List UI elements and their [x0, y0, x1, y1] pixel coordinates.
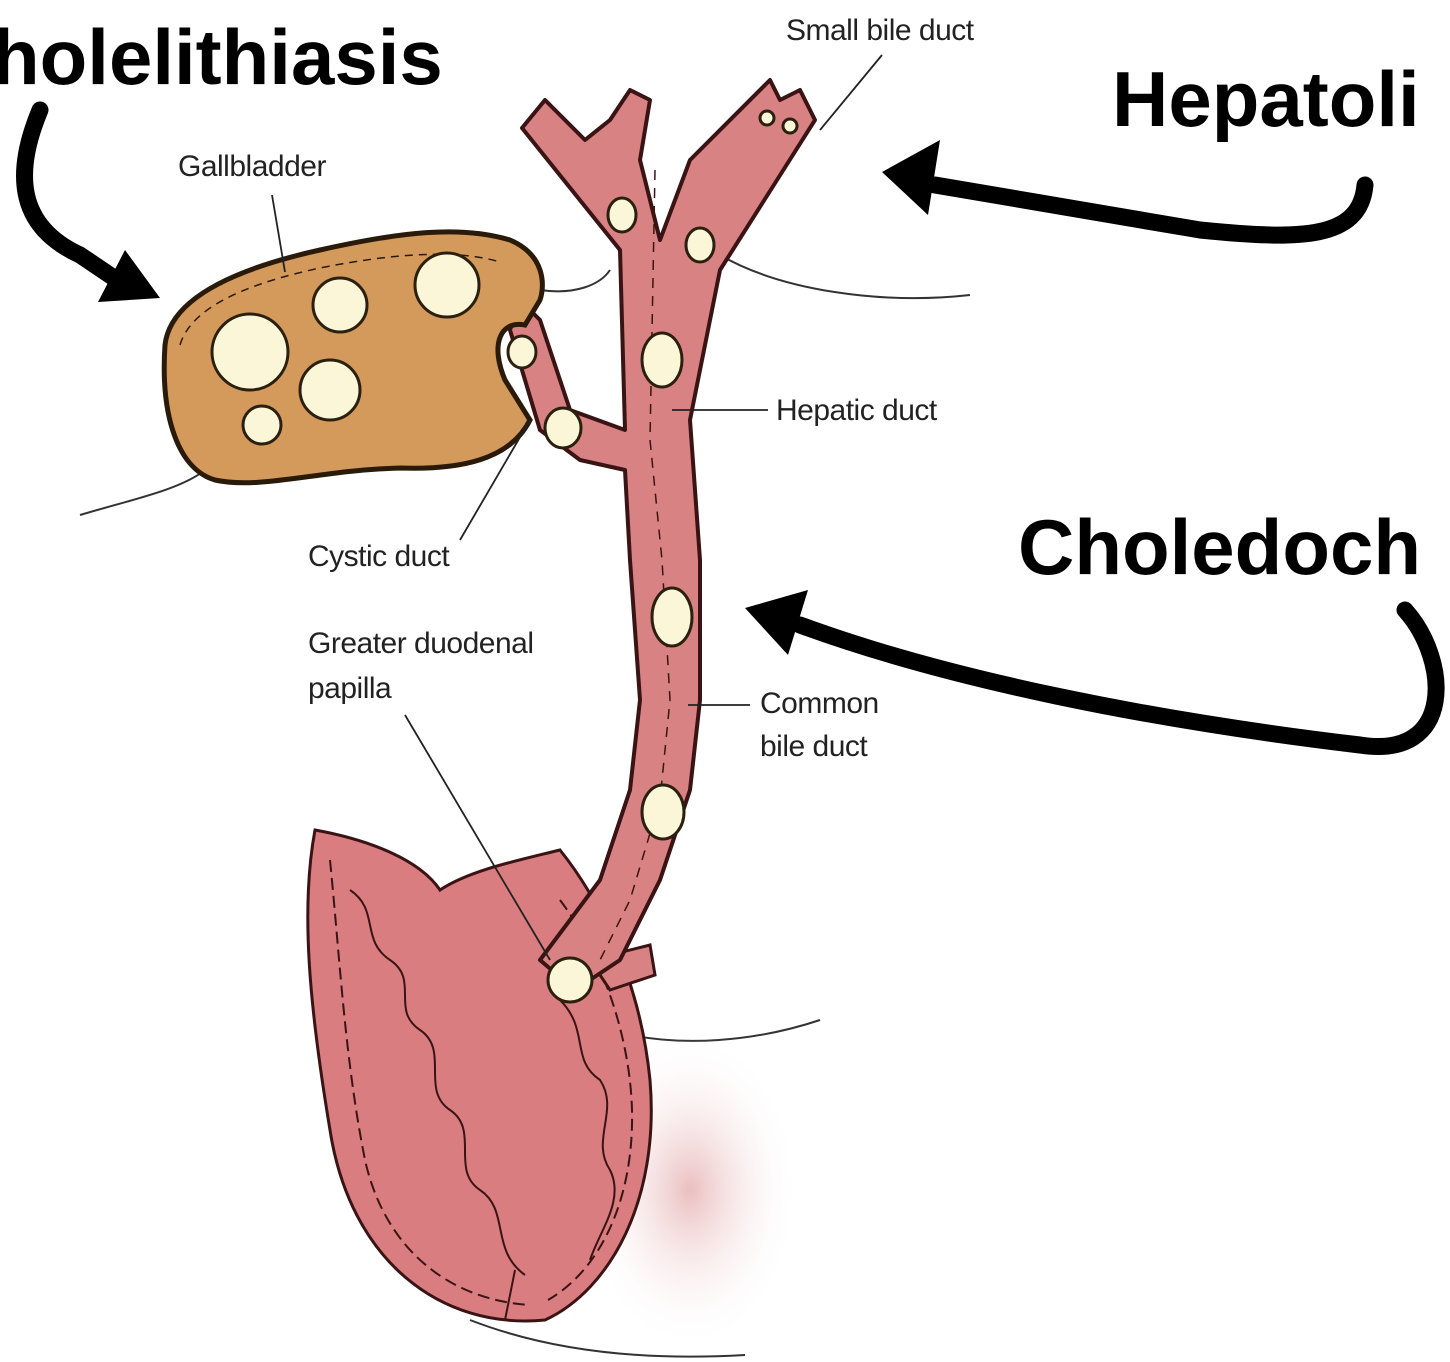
title-cholelithiasis: holelithiasis	[0, 18, 443, 96]
label-papilla-line2: papilla	[308, 670, 391, 708]
label-hepatic-duct: Hepatic duct	[776, 392, 937, 430]
label-small-bile-duct: Small bile duct	[786, 12, 974, 50]
label-papilla-line1: Greater duodenal	[308, 625, 534, 663]
label-cystic-duct: Cystic duct	[308, 538, 449, 576]
label-common-bile-duct-line1: Common	[760, 685, 879, 723]
label-gallbladder: Gallbladder	[178, 148, 326, 186]
title-choledocholithiasis: Choledoch	[1018, 508, 1421, 586]
title-hepatolithiasis: Hepatoli	[1112, 60, 1420, 138]
label-common-bile-duct-line2: bile duct	[760, 728, 867, 766]
